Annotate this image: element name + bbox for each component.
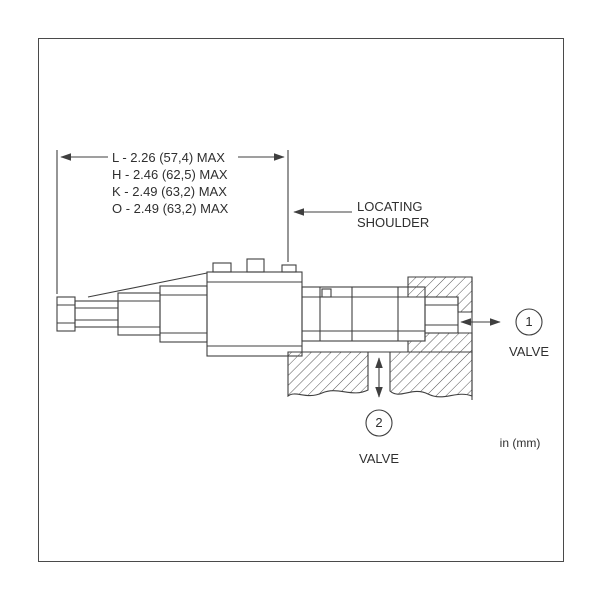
- drawing-border: [38, 38, 564, 562]
- port2-circle: [365, 409, 393, 437]
- dimension-note-L: L - 2.26 (57,4) MAX: [112, 150, 225, 165]
- dimension-note-K: K - 2.49 (63,2) MAX: [112, 184, 227, 199]
- port1-valve-label: VALVE: [509, 344, 549, 359]
- dimension-note-H: H - 2.46 (62,5) MAX: [112, 167, 228, 182]
- port2-valve-label: VALVE: [359, 451, 399, 466]
- locating-shoulder-label-line1: LOCATING: [357, 199, 423, 214]
- locating-shoulder-label-line2: SHOULDER: [357, 215, 430, 230]
- port1-number: 1: [525, 314, 533, 329]
- units-note: in (mm): [499, 436, 541, 450]
- dimension-note-O: O - 2.49 (63,2) MAX: [112, 201, 229, 216]
- valve-body-outline: [56, 258, 459, 357]
- manifold-section-hatching: [287, 276, 473, 400]
- port2-number: 2: [375, 415, 383, 430]
- port1-circle: [515, 308, 543, 336]
